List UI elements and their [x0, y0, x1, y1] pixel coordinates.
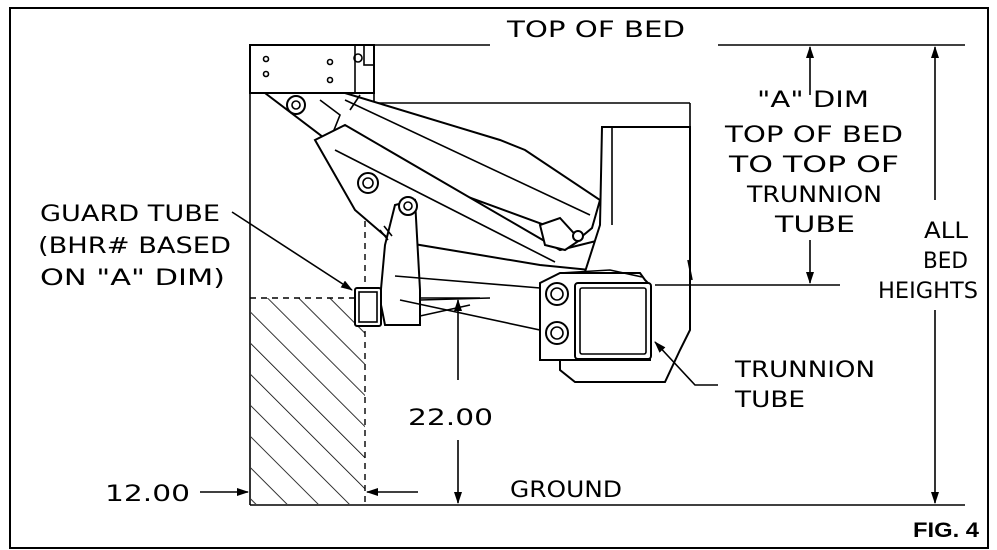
a-dim-desc-line1: TOP OF BED: [724, 123, 903, 148]
dim-12-label: 12.00: [105, 482, 190, 507]
top-of-bed-label: TOP OF BED: [506, 18, 685, 43]
drawing-border: [9, 7, 989, 549]
figure-label: FIG. 4: [913, 519, 979, 542]
lower-linkage: [378, 198, 421, 326]
dim-22-label: 22.00: [408, 406, 493, 431]
trunnion-tube-leader: [654, 341, 718, 386]
trunnion-tube: [574, 282, 652, 360]
guard-tube-line1: GUARD TUBE: [40, 202, 220, 227]
trunnion-tube-line2: TUBE: [734, 388, 805, 413]
all-bed-heights-line2: BED: [923, 249, 968, 274]
a-dim-label: "A" DIM: [757, 88, 869, 113]
a-dim-desc-line4: TUBE: [774, 213, 855, 238]
all-bed-heights-line3: HEIGHTS: [878, 279, 978, 304]
guard-tube-line2: (BHR# BASED: [38, 234, 231, 259]
ground-label: GROUND: [510, 478, 622, 503]
all-bed-heights-line1: ALL: [924, 219, 969, 244]
guard-tube-leader: [231, 211, 353, 291]
hatched-bumper-zone: [251, 298, 365, 504]
trunnion-tube-line1: TRUNNION: [734, 358, 875, 383]
a-dim-desc-line3: TRUNNION: [746, 183, 882, 208]
guard-tube: [354, 287, 382, 327]
a-dim-desc-line2: TO TOP OF: [728, 153, 899, 178]
guard-tube-line3: ON "A" DIM): [40, 266, 225, 291]
bed-rear-block: [249, 44, 375, 94]
